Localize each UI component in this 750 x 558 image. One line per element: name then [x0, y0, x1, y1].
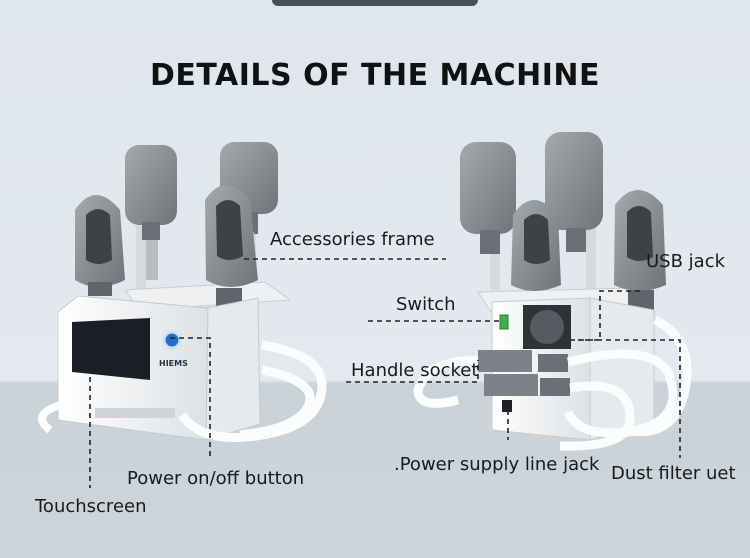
- touchscreen-display[interactable]: [72, 318, 150, 380]
- callout-line-handle-socket: [346, 360, 479, 383]
- label-switch: Switch: [396, 294, 456, 315]
- callout-lines: [89, 258, 681, 488]
- right-machine-back-view: [413, 132, 692, 451]
- power-switch[interactable]: [499, 314, 509, 330]
- handle-cable: [413, 355, 479, 408]
- handle-socket[interactable]: [540, 378, 570, 396]
- power-supply-jack[interactable]: [502, 400, 512, 412]
- handle-socket[interactable]: [478, 350, 532, 372]
- handle-cable: [559, 381, 635, 451]
- handle-cable: [38, 401, 62, 434]
- label-usb-jack: USB jack: [646, 251, 726, 272]
- page-title: DETAILS OF THE MACHINE: [150, 58, 600, 93]
- handle-socket[interactable]: [484, 374, 538, 396]
- callout-line-dust-filter: [570, 339, 681, 458]
- power-button-icon[interactable]: [162, 330, 182, 350]
- handle-cable: [563, 349, 678, 438]
- left-machine-front-view: HIEMS: [38, 142, 327, 442]
- handle-cable: [624, 315, 692, 437]
- top-decoration-bar: [272, 0, 478, 6]
- handpiece: [545, 132, 603, 252]
- label-power-button: Power on/off button: [127, 468, 305, 489]
- machine-side: [589, 297, 655, 441]
- label-touchscreen: Touchscreen: [35, 496, 147, 517]
- handpiece: [511, 200, 561, 291]
- label-handle-socket: Handle socket: [351, 360, 479, 381]
- frame-pole: [490, 230, 500, 290]
- handle-cable: [178, 340, 327, 442]
- handpiece: [125, 145, 177, 280]
- vent-grille: [95, 408, 175, 418]
- handpiece: [75, 195, 125, 296]
- handle-socket[interactable]: [538, 354, 568, 372]
- label-power-supply-jack: .Power supply line jack: [394, 454, 600, 475]
- handpiece: [460, 142, 516, 254]
- callout-line-power-button: [170, 337, 211, 460]
- machine-side: [205, 297, 261, 441]
- label-accessories-frame: Accessories frame: [270, 229, 435, 250]
- fan-grille: [530, 310, 564, 344]
- handle-cable: [239, 365, 315, 440]
- frame-pole: [136, 220, 146, 290]
- frame-pole: [586, 225, 596, 290]
- label-dust-filter: Dust filter uet: [611, 463, 736, 484]
- brand-logo: HIEMS: [159, 359, 188, 368]
